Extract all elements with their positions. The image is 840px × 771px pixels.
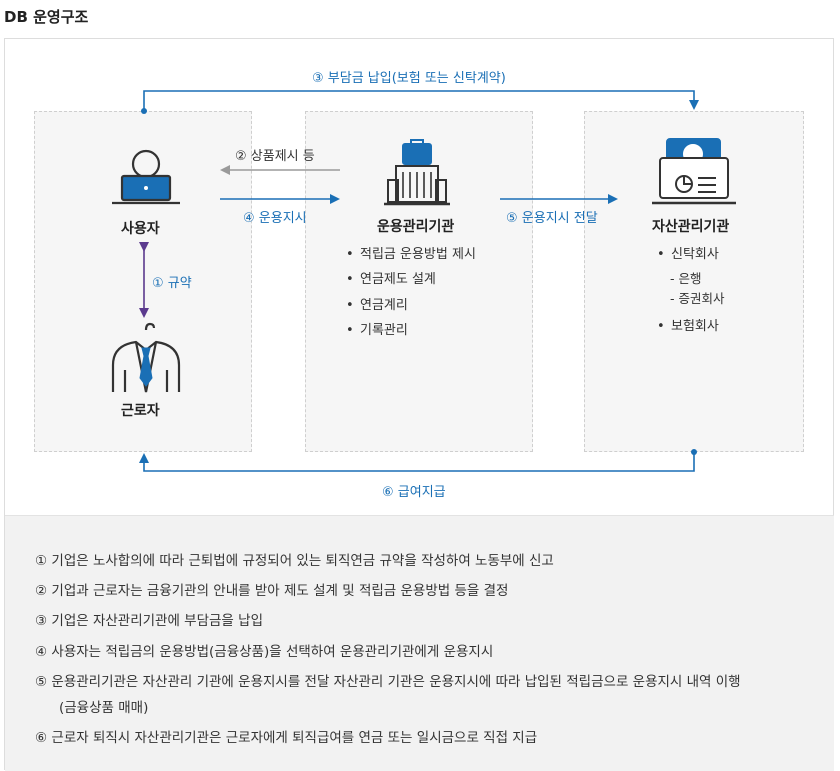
note-item: ④ 사용자는 적립금의 운용방법(금융상품)을 선택하여 운용관리기관에게 운용… [35,644,494,660]
diagram: ③ 부담금 납입(보험 또는 신탁계약) ⑥ 급여지급 ② 상품제시 등 ④ 운… [0,0,838,515]
page-title: DB 운영구조 [4,8,89,26]
notes-panel: ① 기업은 노사합의에 따라 근퇴법에 규정되어 있는 퇴직연금 규약을 작성하… [5,515,834,771]
custodian-subitem: - 은행 [670,271,702,286]
note-item: ③ 기업은 자산관리기관에 부담금을 납입 [35,613,263,629]
top-flow-arrow [141,90,699,114]
agreement-flow-label: ① 규약 [152,276,192,291]
asset-monitor-icon [652,138,736,205]
flow-arrows [111,90,736,472]
manager-item: 적립금 운용방법 제시 [346,243,476,262]
user-icon [112,149,180,205]
building-icon [384,139,450,206]
worker-label: 근로자 [121,403,160,419]
manager-label: 운용관리기관 [377,219,455,235]
note-continuation: (금융상품 매매) [59,700,149,716]
diagram-frame [4,38,834,770]
note-item: ⑤ 운용관리기관은 자산관리 기관에 운용지시를 전달 자산관리 기관은 운용지… [35,674,741,690]
custodian-label: 자산관리기관 [652,219,730,235]
custodian-item: 신탁회사 [657,243,719,262]
top-flow-label: ③ 부담금 납입(보험 또는 신탁계약) [312,71,506,86]
custodian-subitem: - 증권회사 [670,291,725,306]
manager-item: 연금제도 설계 [346,268,436,287]
bottom-flow-arrow [139,449,697,472]
custodian-item: 보험회사 [657,315,719,334]
user-label: 사용자 [121,221,160,237]
product-flow-label: ② 상품제시 등 [235,149,315,164]
note-item: ① 기업은 노사합의에 따라 근퇴법에 규정되어 있는 퇴직연금 규약을 작성하… [35,553,554,569]
bottom-flow-label: ⑥ 급여지급 [382,485,446,500]
note-item: ② 기업과 근로자는 금융기관의 안내를 받아 제도 설계 및 적립금 운용방법… [35,583,509,599]
instruction-flow-label: ④ 운용지시 [243,211,307,226]
delivery-flow-label: ⑤ 운용지시 전달 [506,211,598,226]
manager-item: 연금계리 [346,294,408,313]
manager-item: 기록관리 [346,319,408,338]
worker-icon [111,322,181,393]
note-item: ⑥ 근로자 퇴직시 자산관리기관은 근로자에게 퇴직급여를 연금 또는 일시금으… [35,730,538,746]
